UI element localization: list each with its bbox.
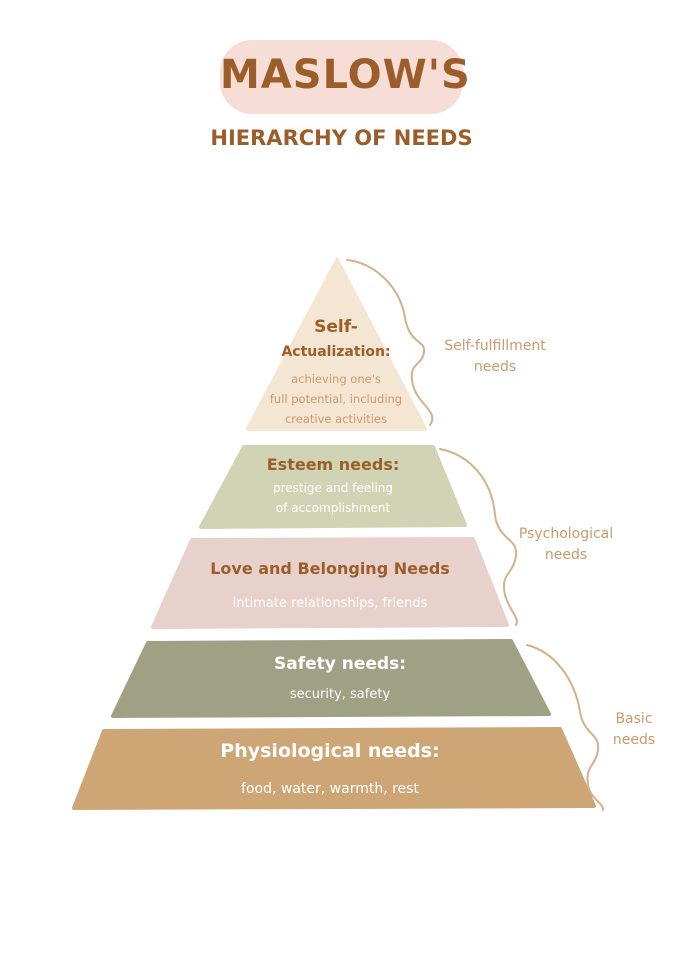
group-label-basic: Basic needs <box>604 709 664 751</box>
group-label-self-fulfillment-line1: Self-fulfillment <box>444 338 546 354</box>
tier-esteem-shape <box>199 445 467 529</box>
page-subtitle: HIERARCHY OF NEEDS <box>210 126 473 150</box>
group-label-self-fulfillment-line2: needs <box>473 359 517 375</box>
tier-physiological-shape <box>72 727 596 810</box>
group-label-psychological-line2: needs <box>544 547 588 563</box>
tier-self-actualization: Self- Actualization: achieving one's ful… <box>250 315 422 429</box>
tier-esteem-desc-line1: prestige and feeling <box>272 481 394 495</box>
tier-love-shape <box>151 537 509 629</box>
tier-esteem-title: Esteem needs: <box>266 455 400 474</box>
tier-safety-desc: security, safety <box>289 687 391 702</box>
tier-physiological-desc: food, water, warmth, rest <box>241 781 419 797</box>
tier-physiological-title: Physiological needs: <box>220 740 440 762</box>
title-background <box>220 40 463 114</box>
tier-self-actualization-desc-line1: achieving one's <box>291 372 381 386</box>
page-title: MASLOW'S <box>220 52 471 98</box>
tier-esteem-desc-line2: of accomplishment <box>275 501 391 515</box>
bracket-basic <box>526 644 604 811</box>
tier-safety-shape <box>111 639 551 718</box>
bracket-psychological <box>439 448 518 626</box>
tier-self-actualization-shape <box>245 256 428 431</box>
group-label-self-fulfillment: Self-fulfillment needs <box>432 336 558 378</box>
tier-self-actualization-title-line2: Actualization: <box>281 344 391 360</box>
tier-self-actualization-desc-line2: full potential, including <box>269 392 403 406</box>
tier-love-desc: intimate relationships, friends <box>232 596 428 611</box>
tier-self-actualization-title-line1: Self- <box>314 317 358 337</box>
tier-safety-title: Safety needs: <box>273 654 406 674</box>
tier-safety: Safety needs: security, safety <box>150 651 530 705</box>
tier-love-title: Love and Belonging Needs <box>210 559 450 578</box>
tier-physiological: Physiological needs: food, water, warmth… <box>110 737 550 799</box>
group-label-psychological-line1: Psychological <box>518 526 614 542</box>
group-label-basic-line1: Basic <box>615 711 653 727</box>
tier-self-actualization-desc-line3: creative activities <box>284 412 387 426</box>
bracket-self-fulfillment <box>346 259 434 426</box>
tier-love: Love and Belonging Needs intimate relati… <box>170 556 490 614</box>
tier-esteem: Esteem needs: prestige and feeling of ac… <box>213 452 453 518</box>
group-label-psychological: Psychological needs <box>510 524 622 566</box>
group-label-basic-line2: needs <box>612 732 656 748</box>
